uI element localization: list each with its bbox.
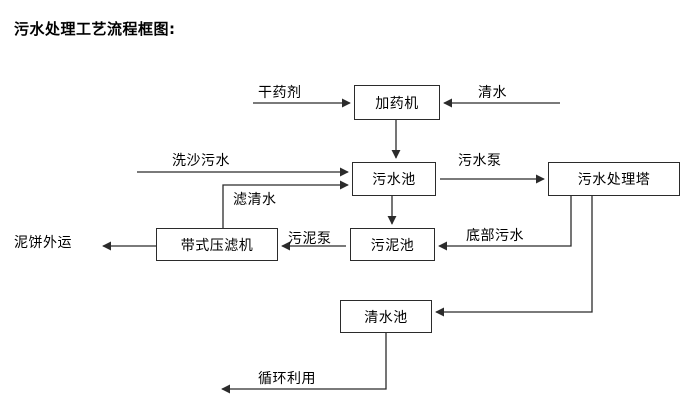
node-dosing-machine[interactable]: 加药机 [354, 85, 440, 120]
node-clear-water-pool[interactable]: 清水池 [340, 300, 432, 333]
terminal-mud-cake-out: 泥饼外运 [14, 235, 72, 251]
edge-label-sludge-pump: 污泥泵 [288, 231, 332, 247]
edge-clear-water-recycling [221, 333, 387, 394]
edge-label-filtered-water: 滤清水 [233, 192, 277, 208]
edge-label-bottom-sewage: 底部污水 [466, 228, 524, 244]
node-treatment-tower[interactable]: 污水处理塔 [548, 162, 680, 196]
edge-filtered-water-to-sewage-pool [222, 180, 349, 228]
page-title: 污水处理工艺流程框图: [14, 20, 176, 38]
edge-tower-to-clear-water-pool [435, 196, 593, 317]
node-belt-filter-press[interactable]: 带式压滤机 [156, 228, 278, 261]
edge-label-clean-water: 清水 [478, 85, 507, 101]
edge-label-sewage-pump: 污水泵 [458, 153, 502, 169]
edge-label-sand-wash-sewage: 洗沙污水 [172, 153, 230, 169]
node-sewage-pool[interactable]: 污水池 [352, 162, 436, 196]
edge-tower-bottom-sewage-to-sludge-pool [438, 196, 572, 251]
edge-label-recycling: 循环利用 [258, 371, 316, 387]
edge-label-dry-chemical: 干药剂 [258, 85, 302, 101]
node-sludge-pool[interactable]: 污泥池 [350, 228, 435, 261]
